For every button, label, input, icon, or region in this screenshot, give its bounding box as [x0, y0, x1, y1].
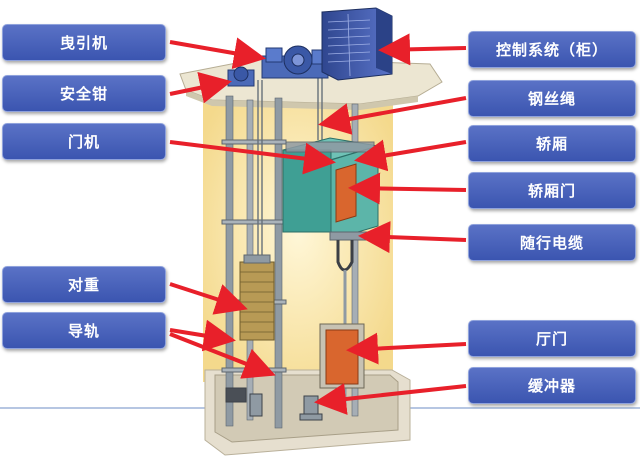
label-car-door: 轿厢门	[468, 172, 636, 209]
arrow-buffer	[314, 383, 467, 415]
arrow-guide-rail-2	[169, 332, 276, 379]
traction-machine	[261, 45, 329, 79]
arrow-car-door	[348, 172, 467, 205]
label-safety-gear: 安全钳	[2, 75, 166, 112]
platform-edge	[186, 90, 418, 110]
arrow-control-cabinet	[378, 33, 467, 66]
car-door	[335, 163, 357, 223]
arrow-wire-rope	[318, 96, 467, 135]
label-buffer: 缓冲器	[468, 367, 636, 404]
counterweight	[239, 254, 275, 341]
label-wire-rope: 钢丝绳	[468, 80, 636, 117]
label-traveling-cable: 随行电缆	[468, 224, 636, 261]
control-cabinet	[321, 7, 393, 81]
label-door-operator: 门机	[2, 123, 166, 160]
label-traction-machine: 曳引机	[2, 24, 166, 61]
arrow-car	[354, 139, 467, 172]
arrow-traveling-cable	[358, 221, 467, 254]
label-control-cabinet: 控制系统（柜）	[468, 31, 636, 68]
label-car: 轿厢	[468, 125, 636, 162]
arrow-landing-door	[346, 332, 467, 365]
label-counterweight: 对重	[2, 266, 166, 303]
arrow-safety-gear	[169, 72, 232, 104]
label-guide-rail: 导轨	[2, 312, 166, 349]
arrow-door-operator	[169, 140, 336, 175]
arrow-guide-rail-1	[169, 319, 236, 352]
safety-gear	[227, 66, 255, 87]
guide-rail-left	[225, 95, 234, 427]
pointer-arrows	[169, 33, 467, 415]
landing-door	[319, 323, 365, 389]
label-landing-door: 厅门	[468, 320, 636, 357]
arrow-traction-machine	[169, 37, 266, 69]
guide-rail-right	[274, 97, 283, 429]
arrow-counterweight	[169, 282, 248, 315]
